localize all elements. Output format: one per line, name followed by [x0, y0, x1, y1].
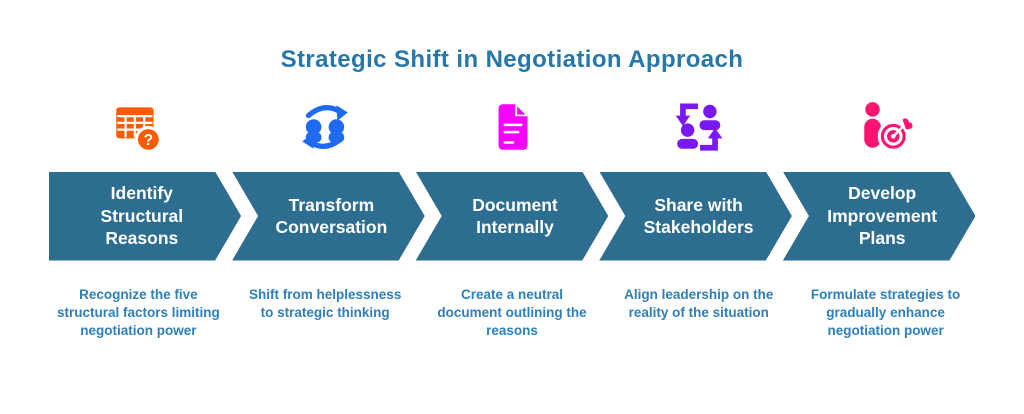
- step-4-icon-cell: [605, 94, 792, 160]
- step-1-label: Identify Structural Reasons: [100, 183, 184, 249]
- step-2-label: Transform Conversation: [275, 194, 388, 237]
- step-5-arrow: Develop Improvement Plans: [779, 168, 979, 264]
- conversation-cycle-icon: [296, 98, 354, 156]
- step-1-icon-cell: ?: [45, 94, 232, 160]
- step-1-arrow: Identify Structural Reasons: [45, 168, 245, 264]
- person-target-icon: [857, 98, 915, 156]
- step-2-icon-cell: [232, 94, 419, 160]
- step-2-arrow: Transform Conversation: [229, 168, 429, 264]
- table-question-icon: ?: [109, 98, 167, 156]
- step-5-icon-cell: [792, 94, 979, 160]
- step-5-description: Formulate strategies to gradually enhanc…: [810, 287, 961, 338]
- step-3-description: Create a neutral document outlining the …: [437, 287, 587, 338]
- icons-row: ?: [45, 94, 979, 160]
- step-2-description: Shift from helplessness to strategic thi…: [249, 287, 402, 320]
- step-3-icon-cell: [419, 94, 606, 160]
- step-5-label: Develop Improvement Plans: [827, 183, 938, 249]
- people-exchange-icon: [670, 98, 728, 156]
- descriptions-row: Recognize the five structural factors li…: [45, 286, 979, 339]
- document-icon: [483, 98, 541, 156]
- step-4-arrow: Share with Stakeholders: [596, 168, 796, 264]
- process-arrows: Identify Structural Reasons Transform Co…: [45, 168, 979, 264]
- svg-text:?: ?: [144, 132, 153, 149]
- step-4-description: Align leadership on the reality of the s…: [624, 287, 774, 320]
- step-1-description: Recognize the five structural factors li…: [57, 287, 220, 338]
- page-title: Strategic Shift in Negotiation Approach: [280, 46, 744, 73]
- step-3-arrow: Document Internally: [412, 168, 612, 264]
- step-3-label: Document Internally: [472, 194, 558, 237]
- step-4-label: Share with Stakeholders: [643, 194, 754, 237]
